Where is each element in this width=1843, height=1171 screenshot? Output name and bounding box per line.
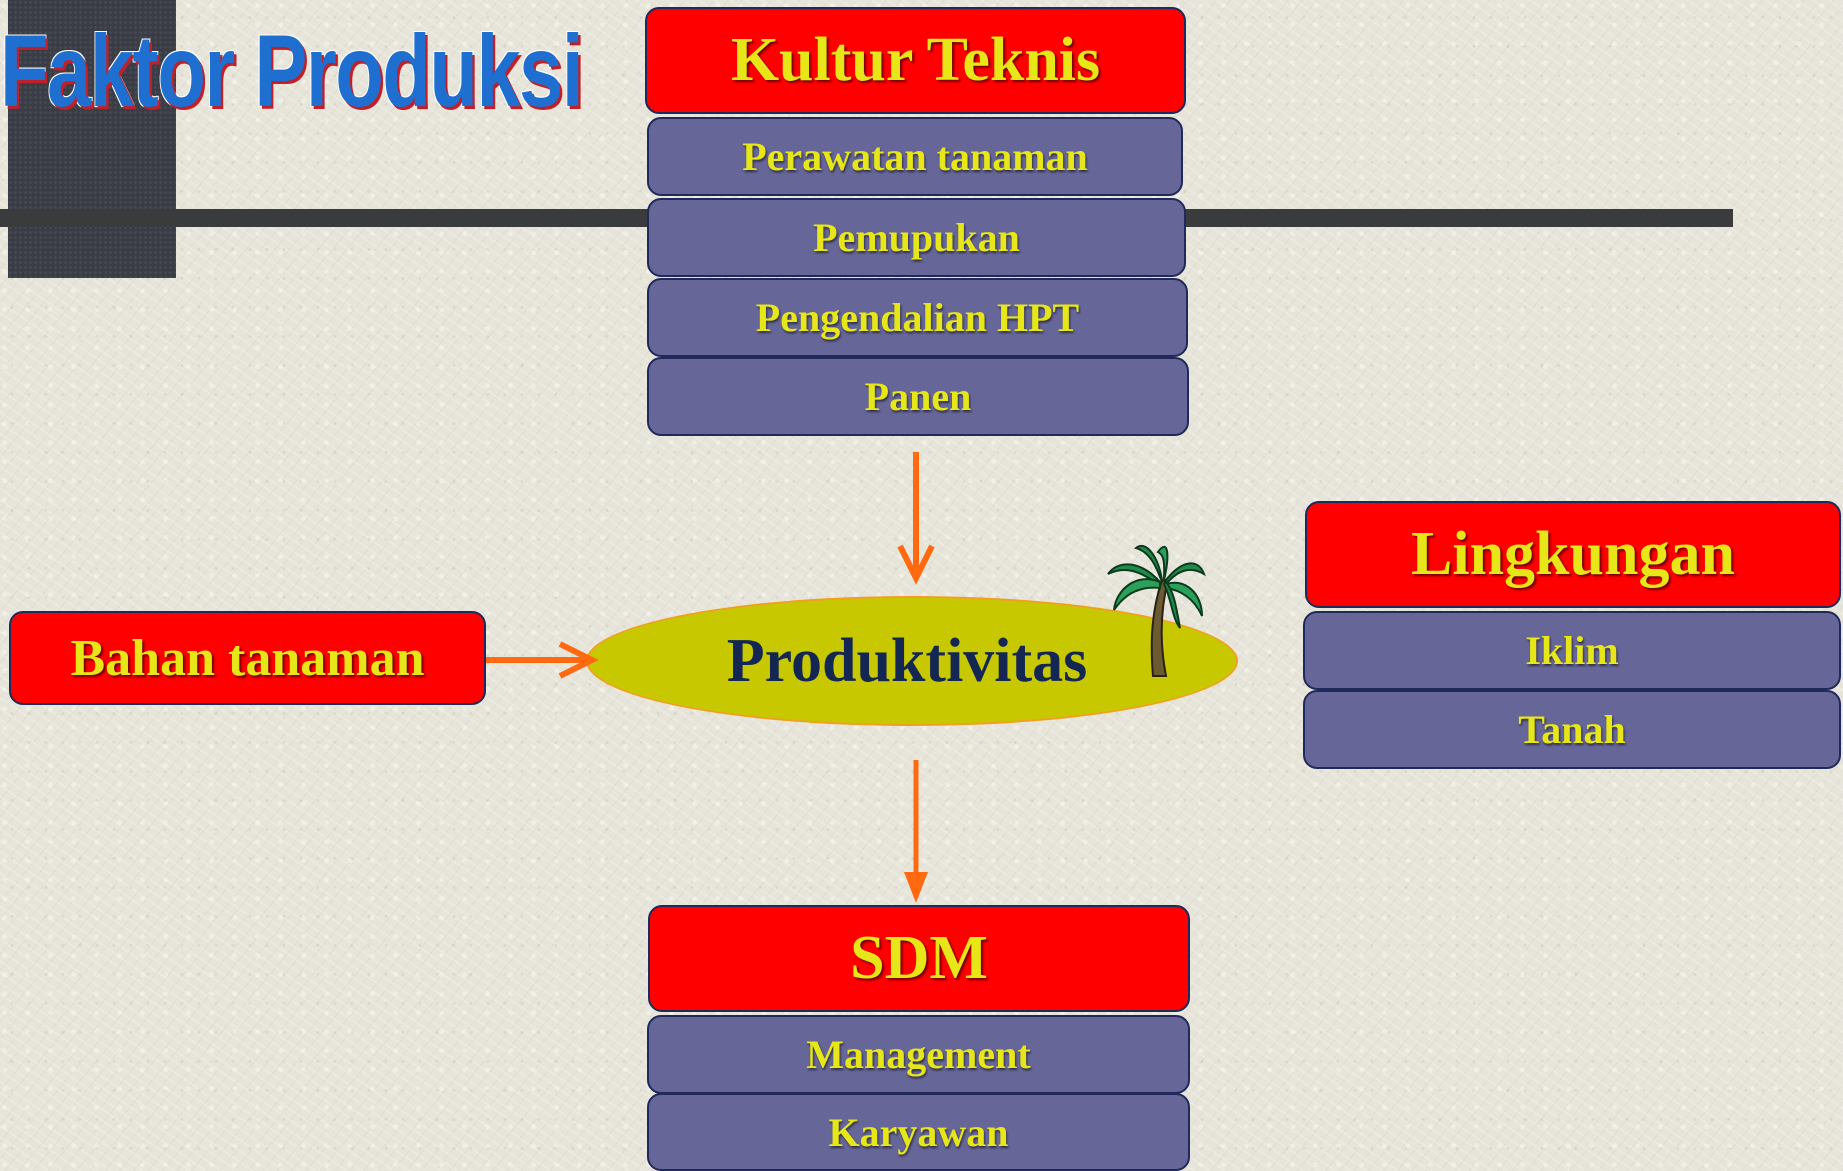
produktivitas-label: Produktivitas xyxy=(726,626,1088,695)
arrow-produktivitas-to-sdm xyxy=(904,760,928,903)
bahan-tanaman-box: Bahan tanaman xyxy=(9,611,486,705)
kultur-teknis-item-perawatan-tanaman: Perawatan tanaman xyxy=(647,117,1183,196)
arrow-kultur-teknis-to-produktivitas xyxy=(897,452,935,585)
lingkungan-item-iklim: Iklim xyxy=(1303,611,1841,690)
decorative-dark-block xyxy=(8,0,176,278)
sdm-heading: SDM xyxy=(648,905,1190,1012)
produktivitas-ellipse: Produktivitas xyxy=(586,596,1238,726)
kultur-teknis-item-panen: Panen xyxy=(647,357,1189,436)
sdm-item-karyawan: Karyawan xyxy=(647,1093,1190,1171)
arrow-bahan-tanaman-to-produktivitas xyxy=(486,641,599,679)
lingkungan-item-tanah: Tanah xyxy=(1303,690,1841,769)
page-title: Faktor Produksi xyxy=(0,14,584,128)
kultur-teknis-item-pengendalian-hpt: Pengendalian HPT xyxy=(647,278,1188,357)
palm-tree-icon xyxy=(1107,545,1206,677)
lingkungan-heading: Lingkungan xyxy=(1305,501,1841,608)
kultur-teknis-heading: Kultur Teknis xyxy=(645,7,1186,114)
kultur-teknis-item-pemupukan: Pemupukan xyxy=(647,198,1186,277)
sdm-item-management: Management xyxy=(647,1015,1190,1094)
